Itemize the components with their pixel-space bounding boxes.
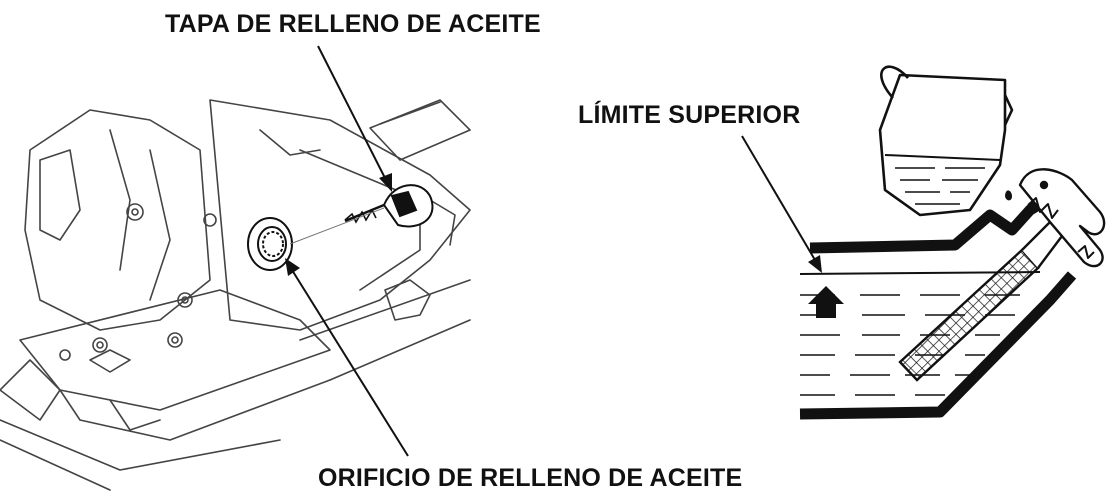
up-arrow-icon [808,286,844,318]
oil-drip [1005,190,1012,201]
oil-filler-hole-label: ORIFICIO DE RELLENO DE ACEITE [318,464,743,492]
engine-illustration [0,99,471,491]
oil-pitcher-icon [878,65,1014,217]
cap-guide-line [289,207,385,245]
oil-filler-cap [344,184,434,228]
hole-leader-arrow [285,258,409,457]
cap-leader-arrow [317,45,392,192]
upper-limit-leader-arrow [741,135,822,273]
crankcase [799,189,1077,420]
upper-limit-label: LÍMITE SUPERIOR [578,101,801,129]
dipstick [898,220,1064,382]
oil-filler-hole [247,217,293,271]
oil-filler-cap-label: TAPA DE RELLENO DE ACEITE [165,10,541,38]
dipstick-cap [1018,168,1106,268]
